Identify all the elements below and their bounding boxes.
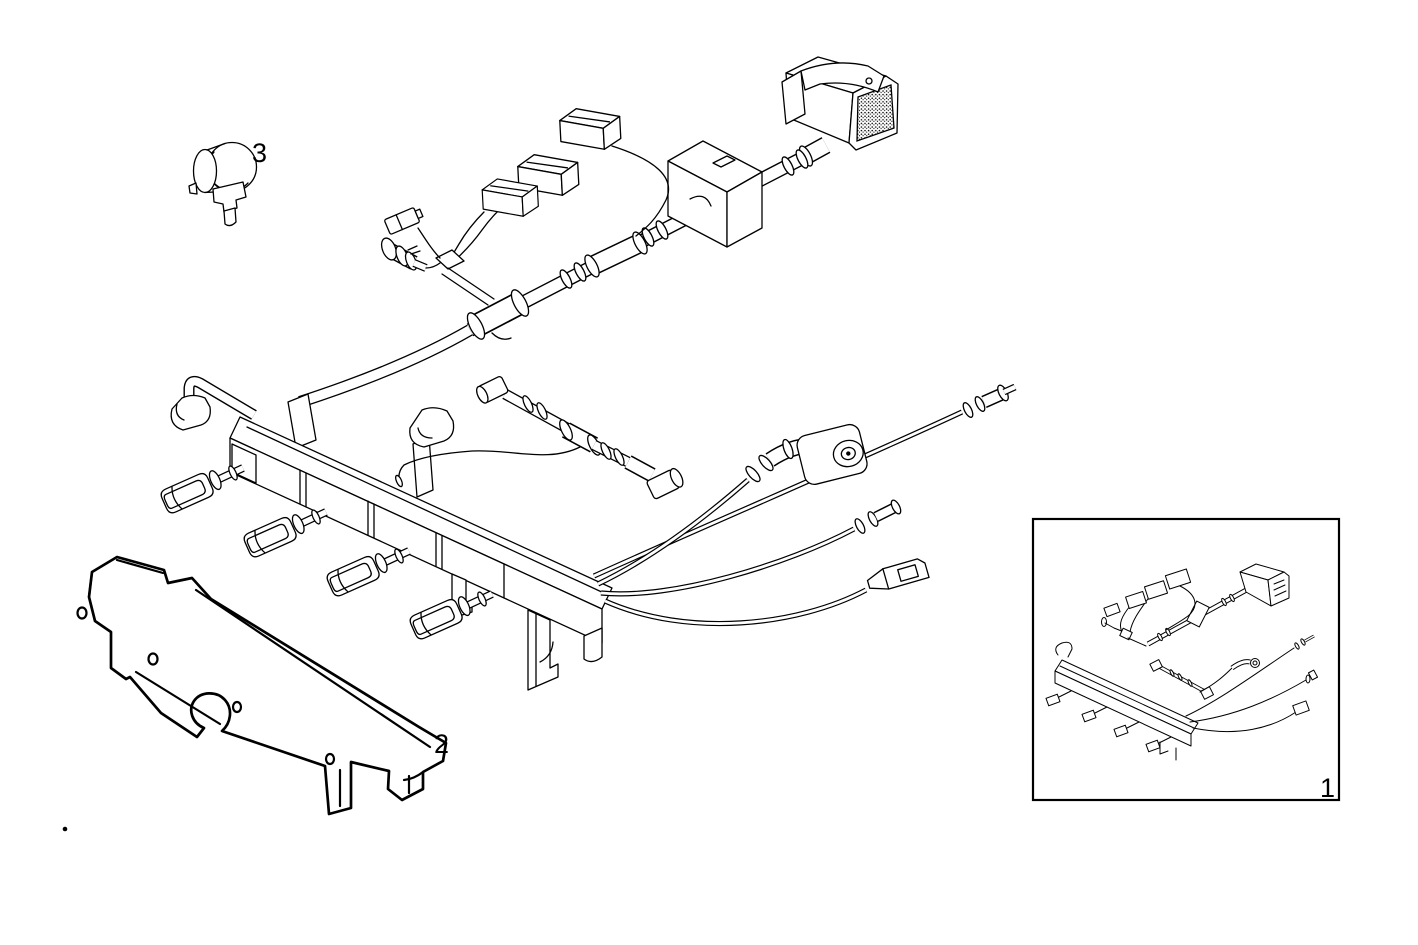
ecu-connector	[781, 56, 899, 151]
ignition-coil-connectors	[158, 464, 494, 642]
connector-block-large	[558, 105, 622, 153]
cable-spade-terminal	[603, 558, 930, 627]
cable-clip	[188, 141, 258, 227]
callout-1[interactable]: 1	[1320, 773, 1335, 803]
ecu-lock-lever	[781, 62, 885, 125]
wire-junction	[435, 249, 465, 270]
inset-border	[1031, 517, 1341, 802]
cable-long-upper	[592, 383, 1017, 579]
trunk-corrugation-rings	[466, 220, 669, 340]
cable-channel-rail	[229, 393, 613, 691]
mounting-hook-bracket-left	[170, 375, 257, 431]
mounting-hook-bracket-mid	[409, 407, 455, 448]
ignition-coil-connector-2	[241, 508, 328, 560]
reference-dot	[62, 826, 68, 832]
inset-rail-stubs	[1045, 690, 1172, 753]
callout-2[interactable]: 2	[434, 729, 449, 759]
inset-mini-harness	[1045, 563, 1319, 761]
ignition-coil-connector-4	[407, 590, 494, 642]
sensor-plug	[380, 237, 441, 272]
trunk-grommet-bracket	[667, 140, 763, 248]
right-cable-branches	[592, 383, 1017, 627]
cable-middle-right	[600, 499, 902, 597]
cable-duct-cover	[76, 555, 448, 816]
cable-elbow-connector	[596, 423, 868, 587]
callout-3[interactable]: 3	[252, 138, 267, 168]
inset-box	[1031, 517, 1341, 802]
main-wiring-harness	[158, 56, 1017, 691]
branch-tube	[395, 376, 684, 500]
ignition-coil-connector-1	[158, 464, 245, 516]
two-pin-plug	[384, 207, 441, 259]
ignition-coil-connector-3	[324, 547, 411, 599]
